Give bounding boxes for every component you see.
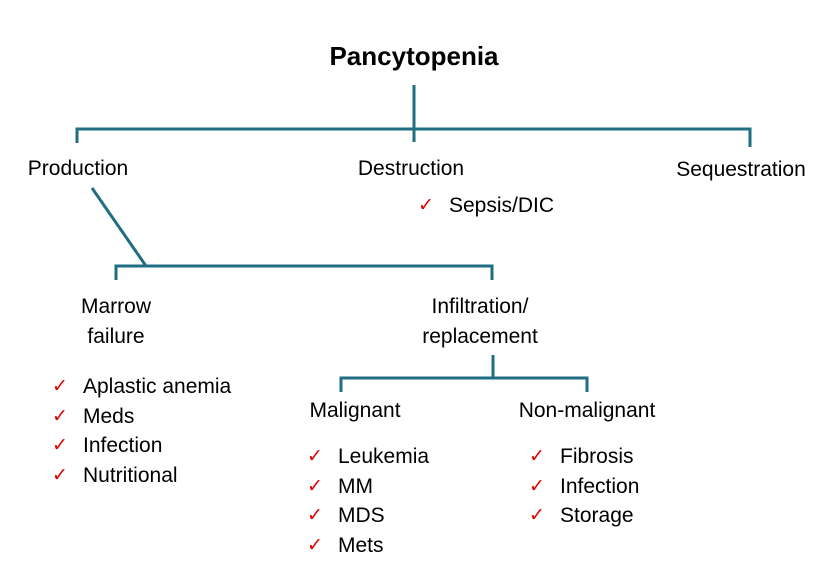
check-icon: ✓: [52, 435, 68, 456]
check-icon: ✓: [529, 475, 545, 497]
check-icon: ✓: [307, 446, 323, 467]
node-malignant: Malignant: [309, 399, 401, 422]
list-item: ✓Meds: [52, 402, 231, 432]
marrow-failure-list: ✓Aplastic anemia ✓Meds ✓Infection ✓Nutri…: [52, 372, 231, 490]
check-icon: ✓: [307, 505, 323, 526]
list-item: ✓Sepsis/DIC: [418, 191, 554, 221]
list-item: ✓Aplastic anemia: [52, 372, 231, 402]
list-item: ✓Mets: [307, 531, 429, 561]
level3-bracket: [339, 376, 589, 392]
list-item: ✓MM: [307, 472, 429, 502]
node-non-malignant: Non-malignant: [518, 399, 656, 422]
list-item: ✓Storage: [529, 501, 639, 531]
check-icon: ✓: [307, 534, 323, 556]
diagram-title: Pancytopenia: [329, 41, 499, 71]
non-malignant-list: ✓Fibrosis ✓Infection ✓Storage: [529, 442, 639, 531]
list-item: ✓Infection: [529, 472, 639, 502]
malignant-list: ✓Leukemia ✓MM ✓MDS ✓Mets: [307, 442, 429, 560]
list-item: ✓MDS: [307, 501, 429, 531]
list-item: ✓Infection: [52, 431, 231, 461]
level2-bracket: [114, 264, 494, 280]
node-production: Production: [27, 157, 129, 180]
check-icon: ✓: [529, 505, 545, 526]
destruction-list: ✓Sepsis/DIC: [418, 191, 554, 221]
list-item: ✓Fibrosis: [529, 442, 639, 472]
level1-bracket: [75, 127, 752, 147]
check-icon: ✓: [52, 464, 68, 486]
node-destruction: Destruction: [357, 157, 465, 180]
check-icon: ✓: [529, 446, 545, 467]
list-item: ✓Nutritional: [52, 461, 231, 491]
production-connector: [90, 187, 148, 267]
check-icon: ✓: [52, 405, 68, 427]
check-icon: ✓: [307, 475, 323, 497]
check-icon: ✓: [52, 376, 68, 397]
node-infiltration-replacement: Infiltration/ replacement: [422, 295, 538, 348]
node-sequestration: Sequestration: [676, 158, 806, 181]
node-marrow-failure: Marrow failure: [80, 295, 152, 348]
check-icon: ✓: [418, 195, 434, 216]
list-item: ✓Leukemia: [307, 442, 429, 472]
